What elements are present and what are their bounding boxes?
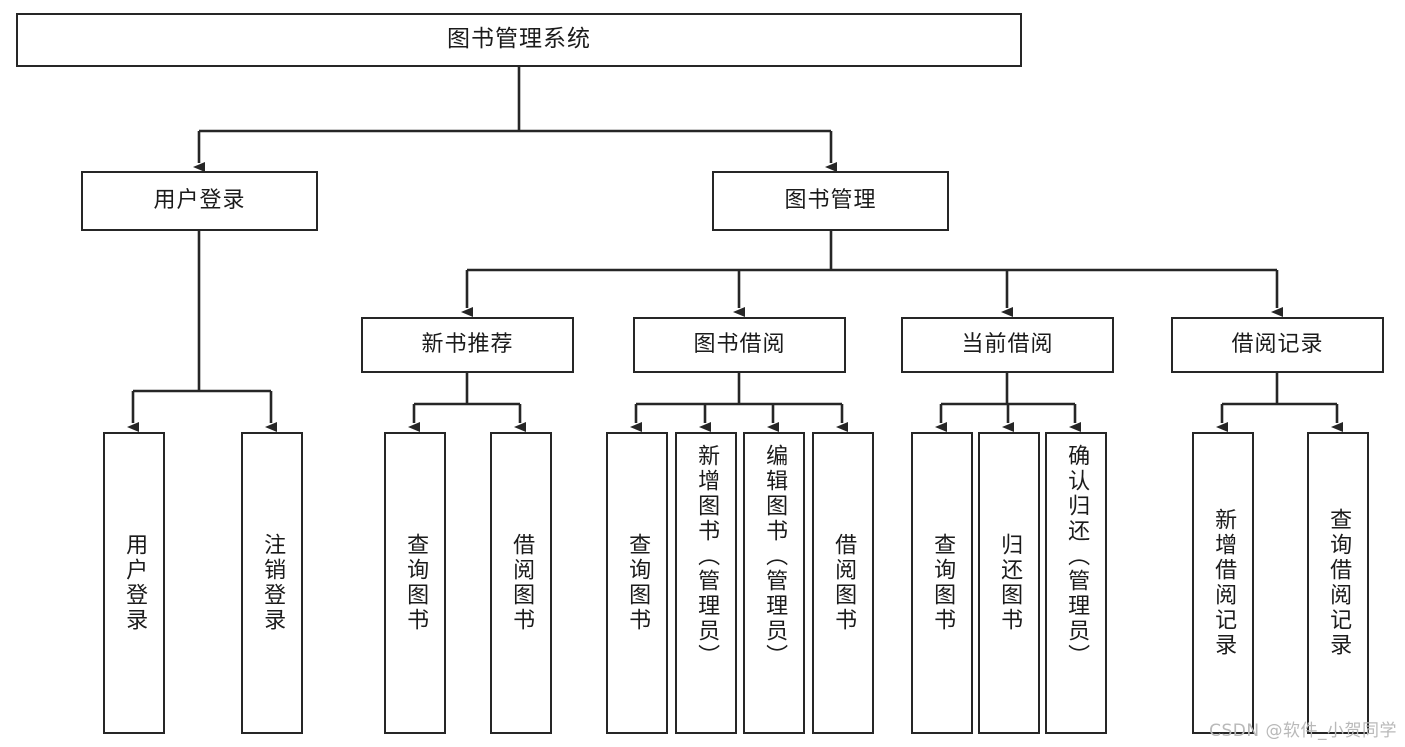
node-label: 用户登录 (122, 533, 148, 633)
node-label: 新增图书（管理员） (694, 444, 720, 669)
node-leaf-return-book[interactable]: 归还图书 (978, 432, 1040, 734)
node-label: 确认归还（管理员） (1064, 444, 1090, 669)
node-root-book-management-system[interactable]: 图书管理系统 (16, 13, 1022, 67)
node-label: 图书借阅 (693, 331, 786, 357)
node-label: 查询借阅记录 (1326, 508, 1352, 658)
node-leaf-confirm-return[interactable]: 确认归还（管理员） (1045, 432, 1107, 734)
node-leaf-user-login[interactable]: 用户登录 (103, 432, 165, 734)
node-new-book-recommend[interactable]: 新书推荐 (361, 317, 574, 373)
node-label: 当前借阅 (961, 331, 1054, 357)
node-label: 图书管理系统 (447, 26, 591, 53)
node-label: 查询图书 (403, 533, 429, 633)
node-leaf-borrow-book[interactable]: 借阅图书 (812, 432, 874, 734)
node-label: 查询图书 (930, 533, 956, 633)
node-label: 编辑图书（管理员） (762, 444, 788, 669)
node-label: 用户登录 (153, 187, 246, 213)
node-label: 借阅图书 (509, 533, 535, 633)
node-label: 借阅记录 (1231, 331, 1324, 357)
node-book-borrow[interactable]: 图书借阅 (633, 317, 846, 373)
node-label: 归还图书 (997, 533, 1023, 633)
node-leaf-add-book[interactable]: 新增图书（管理员） (675, 432, 737, 734)
node-current-borrow[interactable]: 当前借阅 (901, 317, 1114, 373)
node-borrow-record[interactable]: 借阅记录 (1171, 317, 1384, 373)
node-leaf-query-book-recommend[interactable]: 查询图书 (384, 432, 446, 734)
node-leaf-query-book-current[interactable]: 查询图书 (911, 432, 973, 734)
node-leaf-query-borrow-record[interactable]: 查询借阅记录 (1307, 432, 1369, 734)
node-label: 注销登录 (260, 533, 286, 633)
node-user-login[interactable]: 用户登录 (81, 171, 318, 231)
node-leaf-edit-book[interactable]: 编辑图书（管理员） (743, 432, 805, 734)
node-label: 图书管理 (784, 187, 877, 213)
node-leaf-borrow-book-recommend[interactable]: 借阅图书 (490, 432, 552, 734)
node-leaf-logout-login[interactable]: 注销登录 (241, 432, 303, 734)
csdn-watermark: CSDN @软件_小贺同学 (1209, 721, 1397, 741)
node-label: 新书推荐 (421, 331, 514, 357)
node-label: 新增借阅记录 (1211, 508, 1237, 658)
node-label: 借阅图书 (831, 533, 857, 633)
node-label: 查询图书 (625, 533, 651, 633)
node-leaf-query-book-borrow[interactable]: 查询图书 (606, 432, 668, 734)
node-book-manage[interactable]: 图书管理 (712, 171, 949, 231)
node-leaf-add-borrow-record[interactable]: 新增借阅记录 (1192, 432, 1254, 734)
